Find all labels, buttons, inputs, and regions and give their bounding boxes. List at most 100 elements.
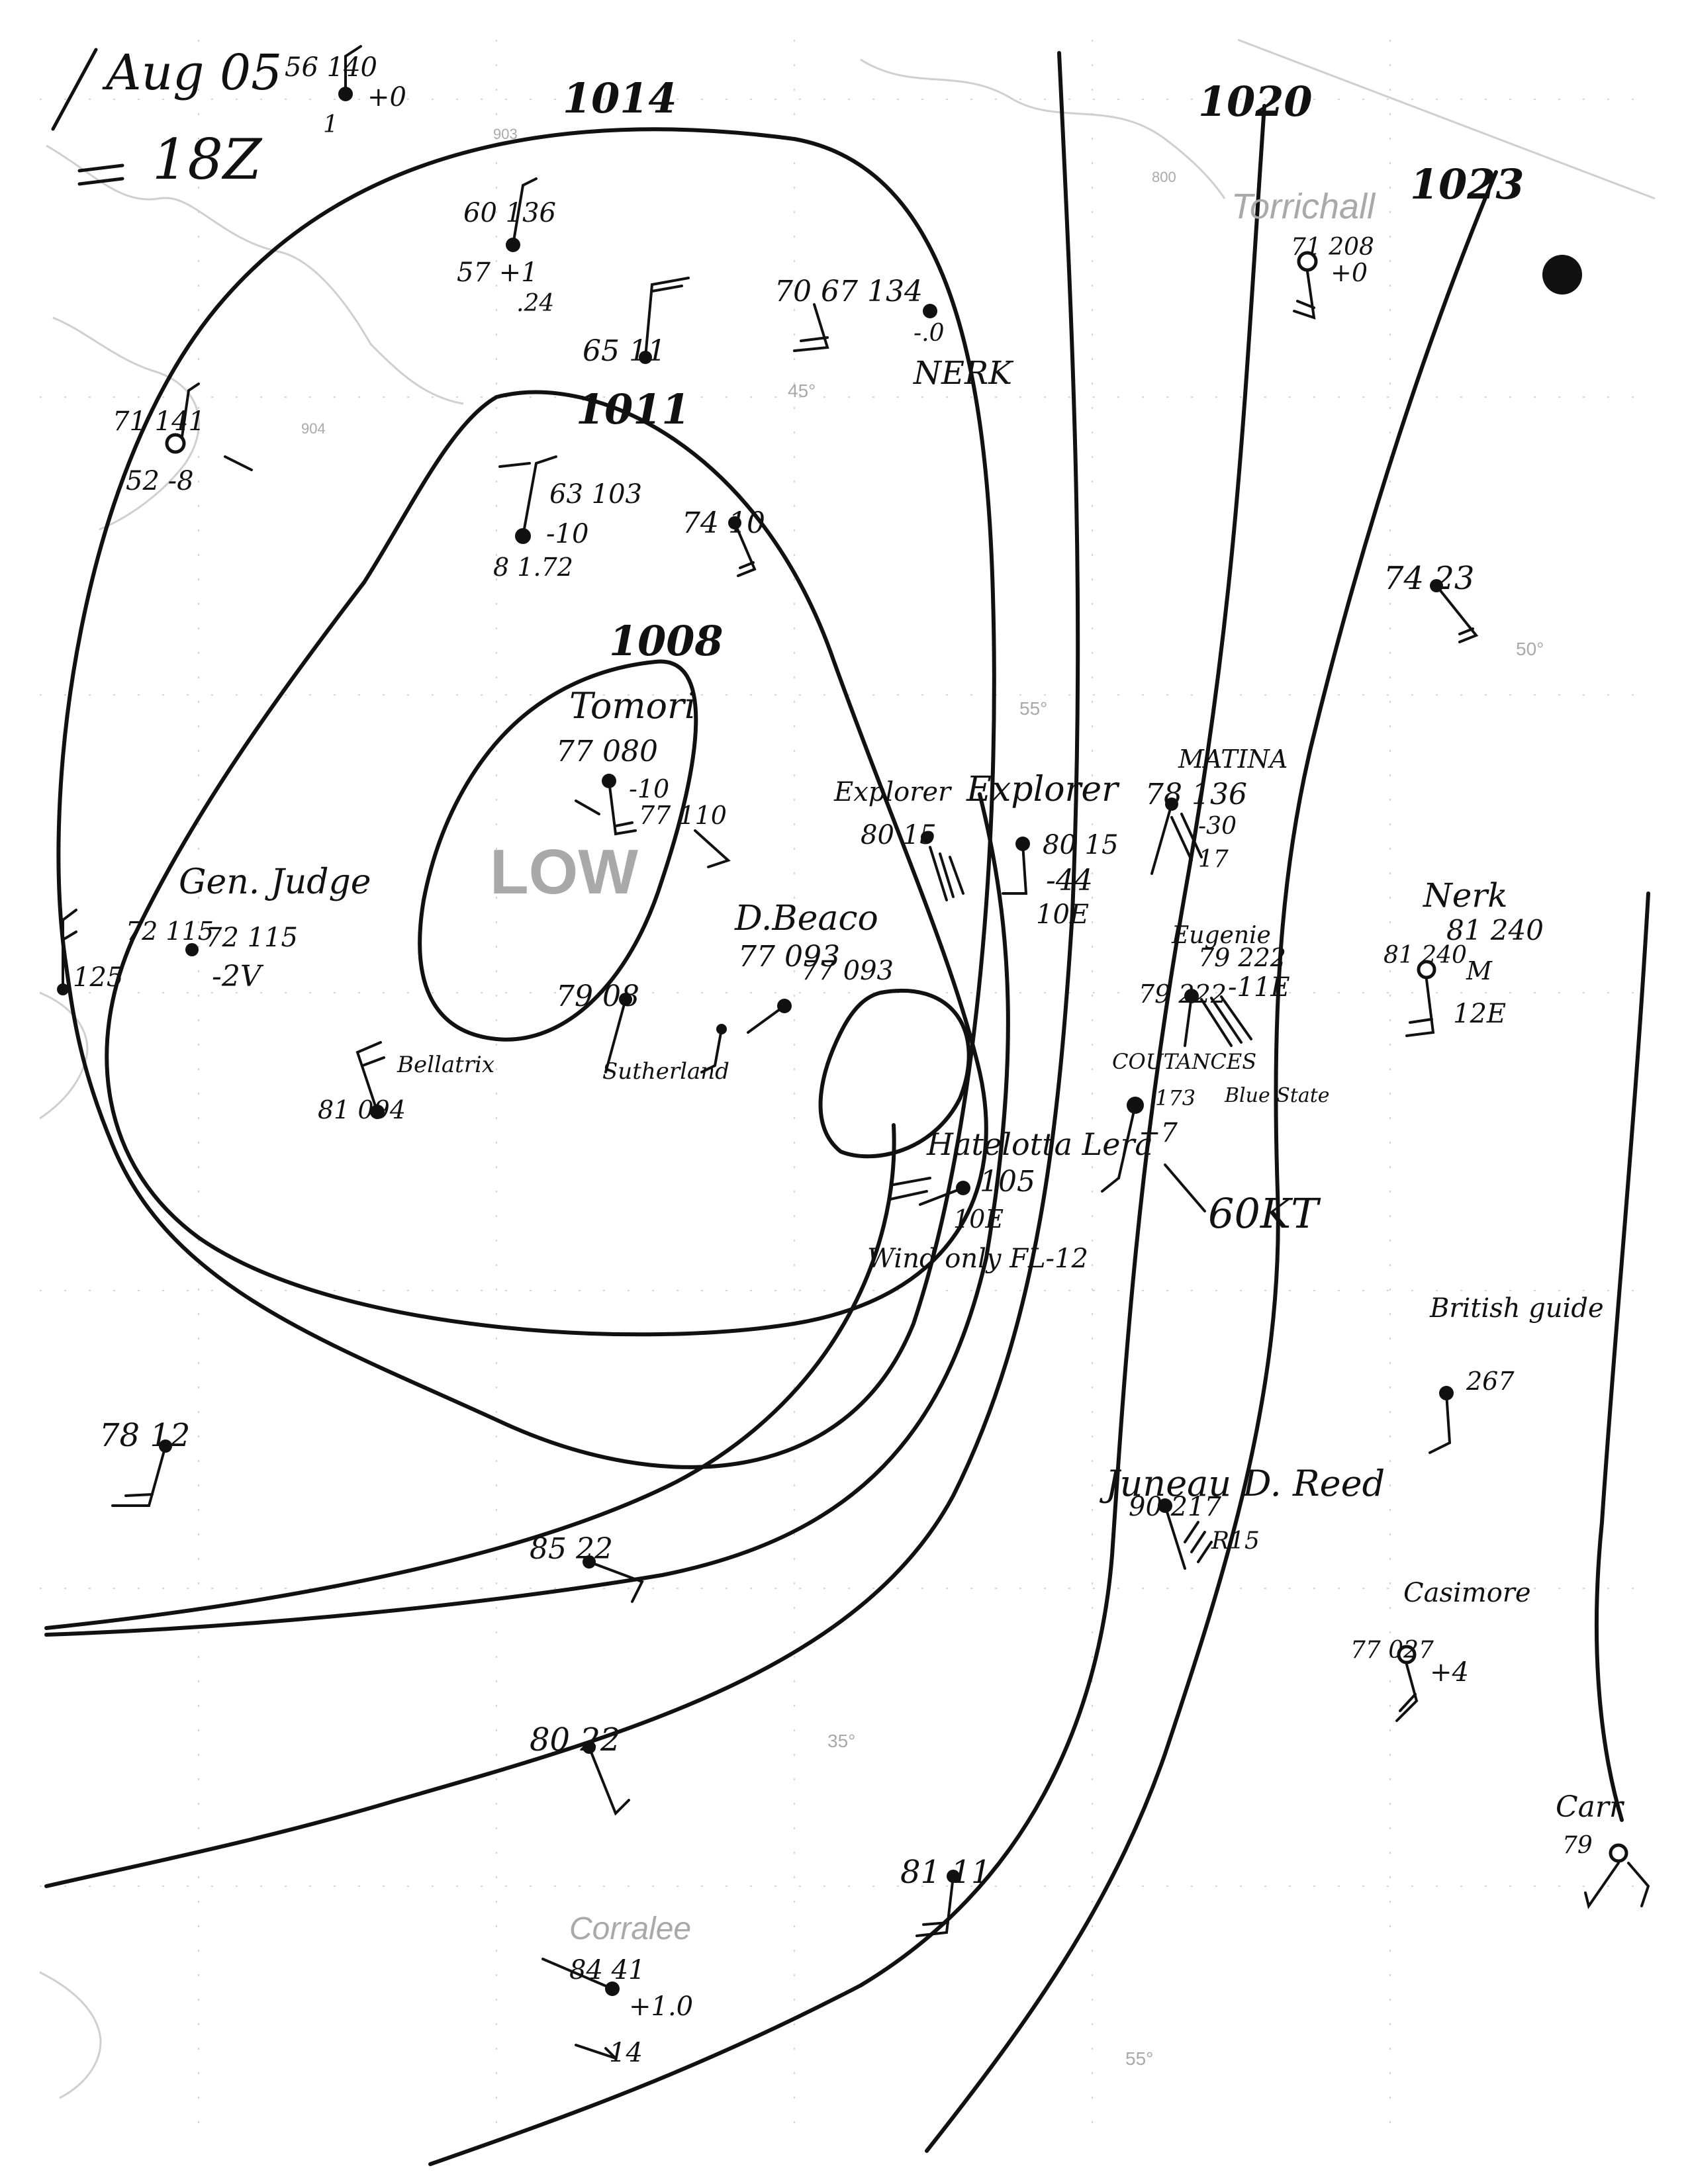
isobar-label-1020: 1020 [1198,77,1313,126]
svg-text:Corralee: Corralee [569,1911,691,1946]
station-plot: Corralee 84 41 +1.0 14 [541,1911,693,2068]
latitude-label: 35° [827,1731,855,1751]
station-plot: Gen. Judge 72 115 72 115 -2V 125 [57,862,371,995]
svg-text:14: 14 [609,2038,643,2068]
svg-text:R15: R15 [1211,1527,1260,1555]
ink-blot [1542,255,1582,295]
svg-text:Bellatrix: Bellatrix [397,1052,494,1078]
svg-text:-10: -10 [629,774,669,803]
depth-label: 904 [301,420,326,437]
svg-text:81 11: 81 11 [900,1854,991,1891]
isobar-1016 [44,792,1010,1637]
svg-text:77 093: 77 093 [801,956,894,986]
depth-label: 800 [1152,169,1176,185]
svg-text:MATINA: MATINA [1178,745,1288,774]
latitude-label: 55° [1019,698,1047,719]
svg-text:74 10: 74 10 [682,506,765,540]
station-plot: MATINA 78 136 -30 17 [1145,745,1288,875]
svg-text:-44: -44 [1046,864,1093,897]
svg-text:Tomori: Tomori [569,685,696,727]
svg-text:60 136: 60 136 [463,198,556,228]
svg-text:125: 125 [73,962,123,993]
svg-text:COUTANCES: COUTANCES [1112,1049,1256,1074]
svg-text:-11E: -11E [1228,972,1290,1003]
svg-text:79: 79 [1562,1832,1593,1859]
station-plot: 56 140 +0 1 [285,45,406,138]
depth-label: 903 [493,126,518,142]
station-plot: Casimore 77 027 +4 [1350,1578,1531,1722]
svg-text:+4: +4 [1430,1657,1469,1688]
chart-header: Aug 05 18Z [51,44,282,192]
wind-note: 60KT [1164,1163,1321,1238]
station-plot: 79 08 [556,979,639,1073]
svg-text:57 +1: 57 +1 [457,257,538,288]
isobar-1011 [105,390,988,1337]
svg-text:Wind only FL-12: Wind only FL-12 [867,1244,1088,1274]
svg-text:78 136: 78 136 [1145,778,1247,811]
svg-text:52 -8: 52 -8 [126,466,194,496]
low-label: LOW [490,837,638,907]
isobar-label-1014: 1014 [563,74,677,122]
isobar-label-1023: 1023 [1410,160,1524,208]
svg-text:78 12: 78 12 [99,1417,190,1454]
isobar-labels: 1014 1011 1008 1020 1023 [563,74,1524,665]
svg-text:-2V: -2V [212,960,264,993]
svg-text:Carr: Carr [1556,1790,1625,1824]
wind-note-text: 60KT [1208,1189,1321,1238]
svg-text:Blue State: Blue State [1224,1084,1330,1107]
svg-text:90 217: 90 217 [1129,1492,1222,1522]
svg-text:77 093: 77 093 [738,940,840,974]
station-plot: 71 141 52 -8 [113,383,253,496]
isobar-1014 [56,127,996,1469]
svg-text:173: 173 [1155,1085,1196,1111]
station-plot: 74 23 [1383,560,1479,643]
svg-text:85 22: 85 22 [530,1532,613,1566]
station-plot: 65 11 [583,277,690,368]
svg-text:17: 17 [1198,846,1229,873]
station-plot: British guide 267 [1429,1293,1604,1454]
chart-time: 18Z [152,127,263,192]
isobar-1015 [44,1123,896,1630]
svg-text:Gen. Judge: Gen. Judge [179,862,371,902]
svg-text:77 080: 77 080 [556,735,658,768]
base-map-labels: 45° 55° 50° 35° 55° 903 904 800 [301,126,1544,2069]
svg-text:80 22: 80 22 [530,1721,620,1758]
svg-text:Explorer: Explorer [966,770,1120,809]
svg-text:+1.0: +1.0 [629,1991,693,2022]
svg-text:+0: +0 [367,82,406,113]
station-plot: 81 094 Bellatrix Sutherland [318,1041,729,1124]
svg-text:Casimore: Casimore [1403,1578,1531,1608]
station-plot: Eugenie 79 222 79 222 -11E [1139,922,1290,1047]
station-plot: Tomori 77 080 -10 77 110 [556,685,731,868]
svg-text:84 41: 84 41 [569,1955,645,1985]
station-plot: 80 22 [530,1721,630,1816]
svg-text:80 15: 80 15 [861,820,937,850]
svg-text:77 027: 77 027 [1350,1637,1434,1664]
svg-text:72 115: 72 115 [126,917,214,946]
base-map-grid [40,40,1648,2144]
station-plot: D.Beaco 77 093 77 093 [700,899,894,1073]
station-plot: 74 10 [682,506,765,577]
isobar-low-center [818,988,971,1159]
svg-text:81 240: 81 240 [1383,942,1467,969]
svg-text:British guide: British guide [1429,1293,1604,1324]
svg-text:D.Beaco: D.Beaco [734,899,878,938]
svg-text:Explorer: Explorer [833,777,953,807]
svg-text:1: 1 [323,111,338,138]
station-plot: Torrichall 71 208 +0 [1231,187,1376,320]
svg-text:65 11: 65 11 [583,334,666,368]
chart-date: Aug 05 [102,44,282,101]
svg-text:NERK: NERK [913,355,1014,392]
station-plot: 78 12 [99,1417,190,1507]
base-map-coastline [39,38,1656,2099]
svg-text:56 140: 56 140 [285,52,377,83]
station-plot: Nerk 81 240 81 240 M 12E [1383,876,1544,1037]
svg-text:267: 267 [1466,1367,1515,1396]
low-stamp: LOW [490,837,638,907]
station-plot: Juneau D. Reed 90 217 R15 [1099,1463,1385,1570]
svg-text:79 222: 79 222 [1198,943,1286,972]
station-plot: 81 11 [900,1854,991,1937]
station-plot: 105 10E Wind only FL-12 [867,1165,1088,1274]
isobar-label-1011: 1011 [576,385,690,433]
